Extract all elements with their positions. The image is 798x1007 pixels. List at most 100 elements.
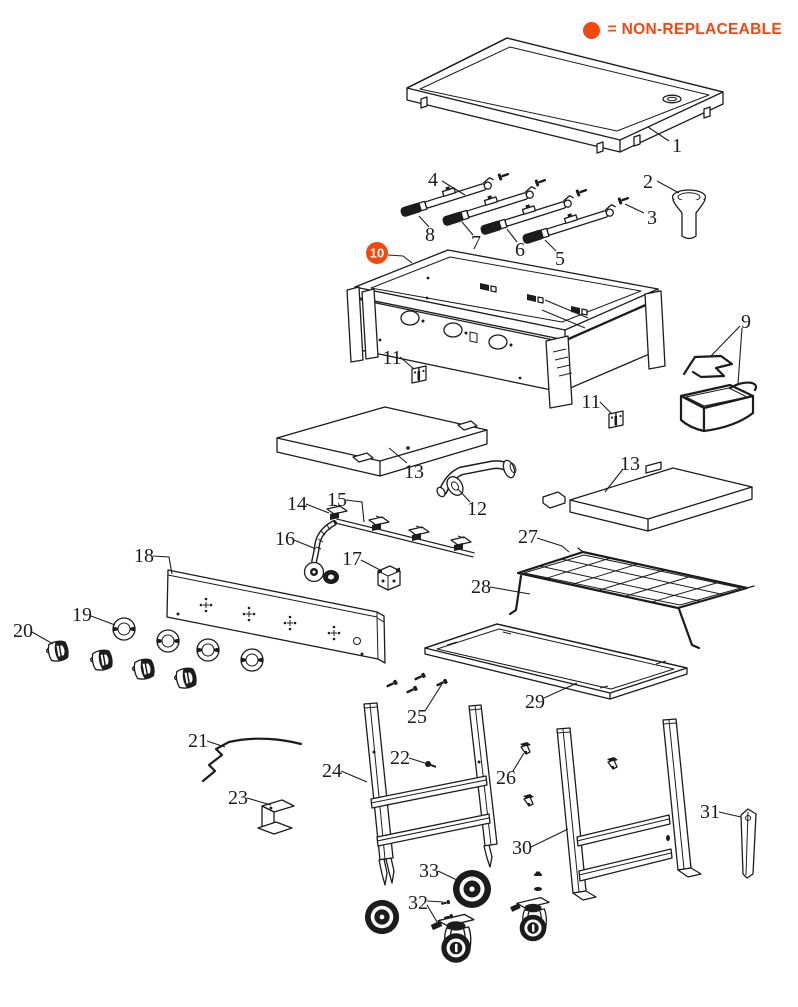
part-label-2: 2	[643, 171, 653, 193]
part-label-17: 17	[342, 548, 362, 570]
leader-line	[536, 537, 570, 553]
part-32-caster-hardware	[441, 871, 542, 919]
part-26-clip	[520, 742, 531, 755]
leader-line	[624, 203, 645, 214]
part-20-control-knobs	[46, 640, 197, 689]
panel-cross-mark	[327, 625, 341, 641]
part-2-grease-funnel	[671, 189, 707, 240]
burner-mount-screw	[534, 178, 547, 187]
leader-line	[647, 126, 670, 142]
leader-line	[599, 401, 613, 415]
part-label-15: 15	[327, 489, 347, 511]
manifold-valve	[450, 535, 472, 551]
leader-line	[457, 488, 471, 503]
manifold-valve	[368, 515, 390, 531]
part-label-29: 29	[525, 691, 545, 713]
part-label-8: 8	[425, 224, 435, 246]
leader-line	[441, 180, 466, 196]
part-label-10: 10	[370, 246, 384, 261]
leader-line	[437, 870, 460, 882]
leader-line	[426, 900, 444, 903]
part-26-clip	[523, 794, 534, 807]
part-11-hinge-bracket	[608, 410, 624, 429]
part-22-screw	[425, 761, 437, 768]
part-17-igniter-box	[377, 565, 401, 591]
leader-line	[424, 683, 443, 712]
part-4-8-burner-tube	[400, 177, 494, 217]
non-replaceable-dot-icon	[582, 21, 600, 39]
part-31-handle-strip	[740, 808, 757, 879]
part-27-wire-rack	[516, 547, 755, 650]
part-33-wheel	[453, 870, 491, 908]
part-label-11: 11	[581, 391, 600, 413]
leader-line	[656, 180, 680, 194]
leader-line	[152, 555, 173, 575]
part-10-firebox-body	[346, 249, 666, 409]
part-label-20: 20	[13, 620, 33, 642]
leader-line	[530, 828, 569, 848]
leader-line	[512, 752, 525, 772]
part-label-30: 30	[512, 837, 532, 859]
part-label-21: 21	[188, 730, 208, 752]
part-5-burner-tube	[522, 204, 616, 244]
leader-line	[718, 811, 742, 818]
part-32-caster	[510, 896, 550, 942]
leader-line	[710, 325, 741, 357]
part-23-bracket	[257, 799, 295, 835]
part-18-control-panel	[166, 569, 386, 664]
leader-line	[31, 631, 54, 645]
part-label-14: 14	[287, 493, 307, 515]
part-6-burner-tube	[480, 195, 574, 235]
part-25-screws	[386, 672, 448, 694]
part-label-24: 24	[322, 760, 342, 782]
non-replaceable-circle	[366, 242, 388, 264]
part-19-knob-bezels	[112, 617, 264, 672]
non-replaceable-part-badge: 10	[366, 242, 413, 264]
panel-cross-mark	[283, 615, 297, 631]
leader-line	[506, 228, 518, 243]
leader-line	[418, 215, 430, 228]
part-11-hinge-bracket	[411, 365, 427, 384]
leader-line	[489, 586, 531, 595]
part-28-rack-support-leg	[508, 574, 523, 616]
part-label-27: 27	[518, 526, 538, 548]
leader-line	[206, 740, 226, 748]
leader-line	[408, 757, 426, 764]
part-33-wheel	[364, 899, 400, 935]
part-label-26: 26	[496, 767, 516, 789]
part-label-18: 18	[134, 545, 154, 567]
leader-line	[604, 468, 624, 493]
part-label-6: 6	[515, 239, 525, 261]
leader-line	[293, 539, 317, 550]
legend-label: = NON-REPLACEABLE	[607, 21, 782, 38]
part-3-screw	[617, 196, 630, 205]
part-label-22: 22	[390, 747, 410, 769]
leader-line	[340, 770, 368, 783]
leader-line	[360, 559, 381, 571]
burner-mount-screw	[497, 172, 510, 181]
leader-line	[426, 904, 441, 928]
part-label-13: 13	[620, 453, 640, 475]
panel-cross-mark	[199, 597, 213, 613]
leader-line	[461, 221, 474, 236]
part-21-wire-rod	[201, 737, 303, 783]
part-13-side-shelf-left	[276, 406, 488, 477]
part-label-11: 11	[382, 347, 401, 369]
part-12-grease-tube	[436, 459, 517, 498]
leader-line	[388, 447, 408, 464]
leader-line	[544, 239, 557, 252]
panel-cross-mark	[242, 606, 256, 622]
badge-leader-line	[387, 254, 413, 264]
part-label-33: 33	[419, 860, 439, 882]
part-1-griddle-top-plate	[406, 37, 724, 154]
leader-line	[246, 797, 272, 806]
part-label-31: 31	[700, 801, 720, 823]
part-9-grease-cup-and-hook	[679, 354, 758, 433]
part-label-7: 7	[471, 232, 481, 254]
burner-mount-screw	[575, 188, 588, 197]
manifold-valve	[408, 525, 430, 541]
part-label-23: 23	[228, 787, 248, 809]
